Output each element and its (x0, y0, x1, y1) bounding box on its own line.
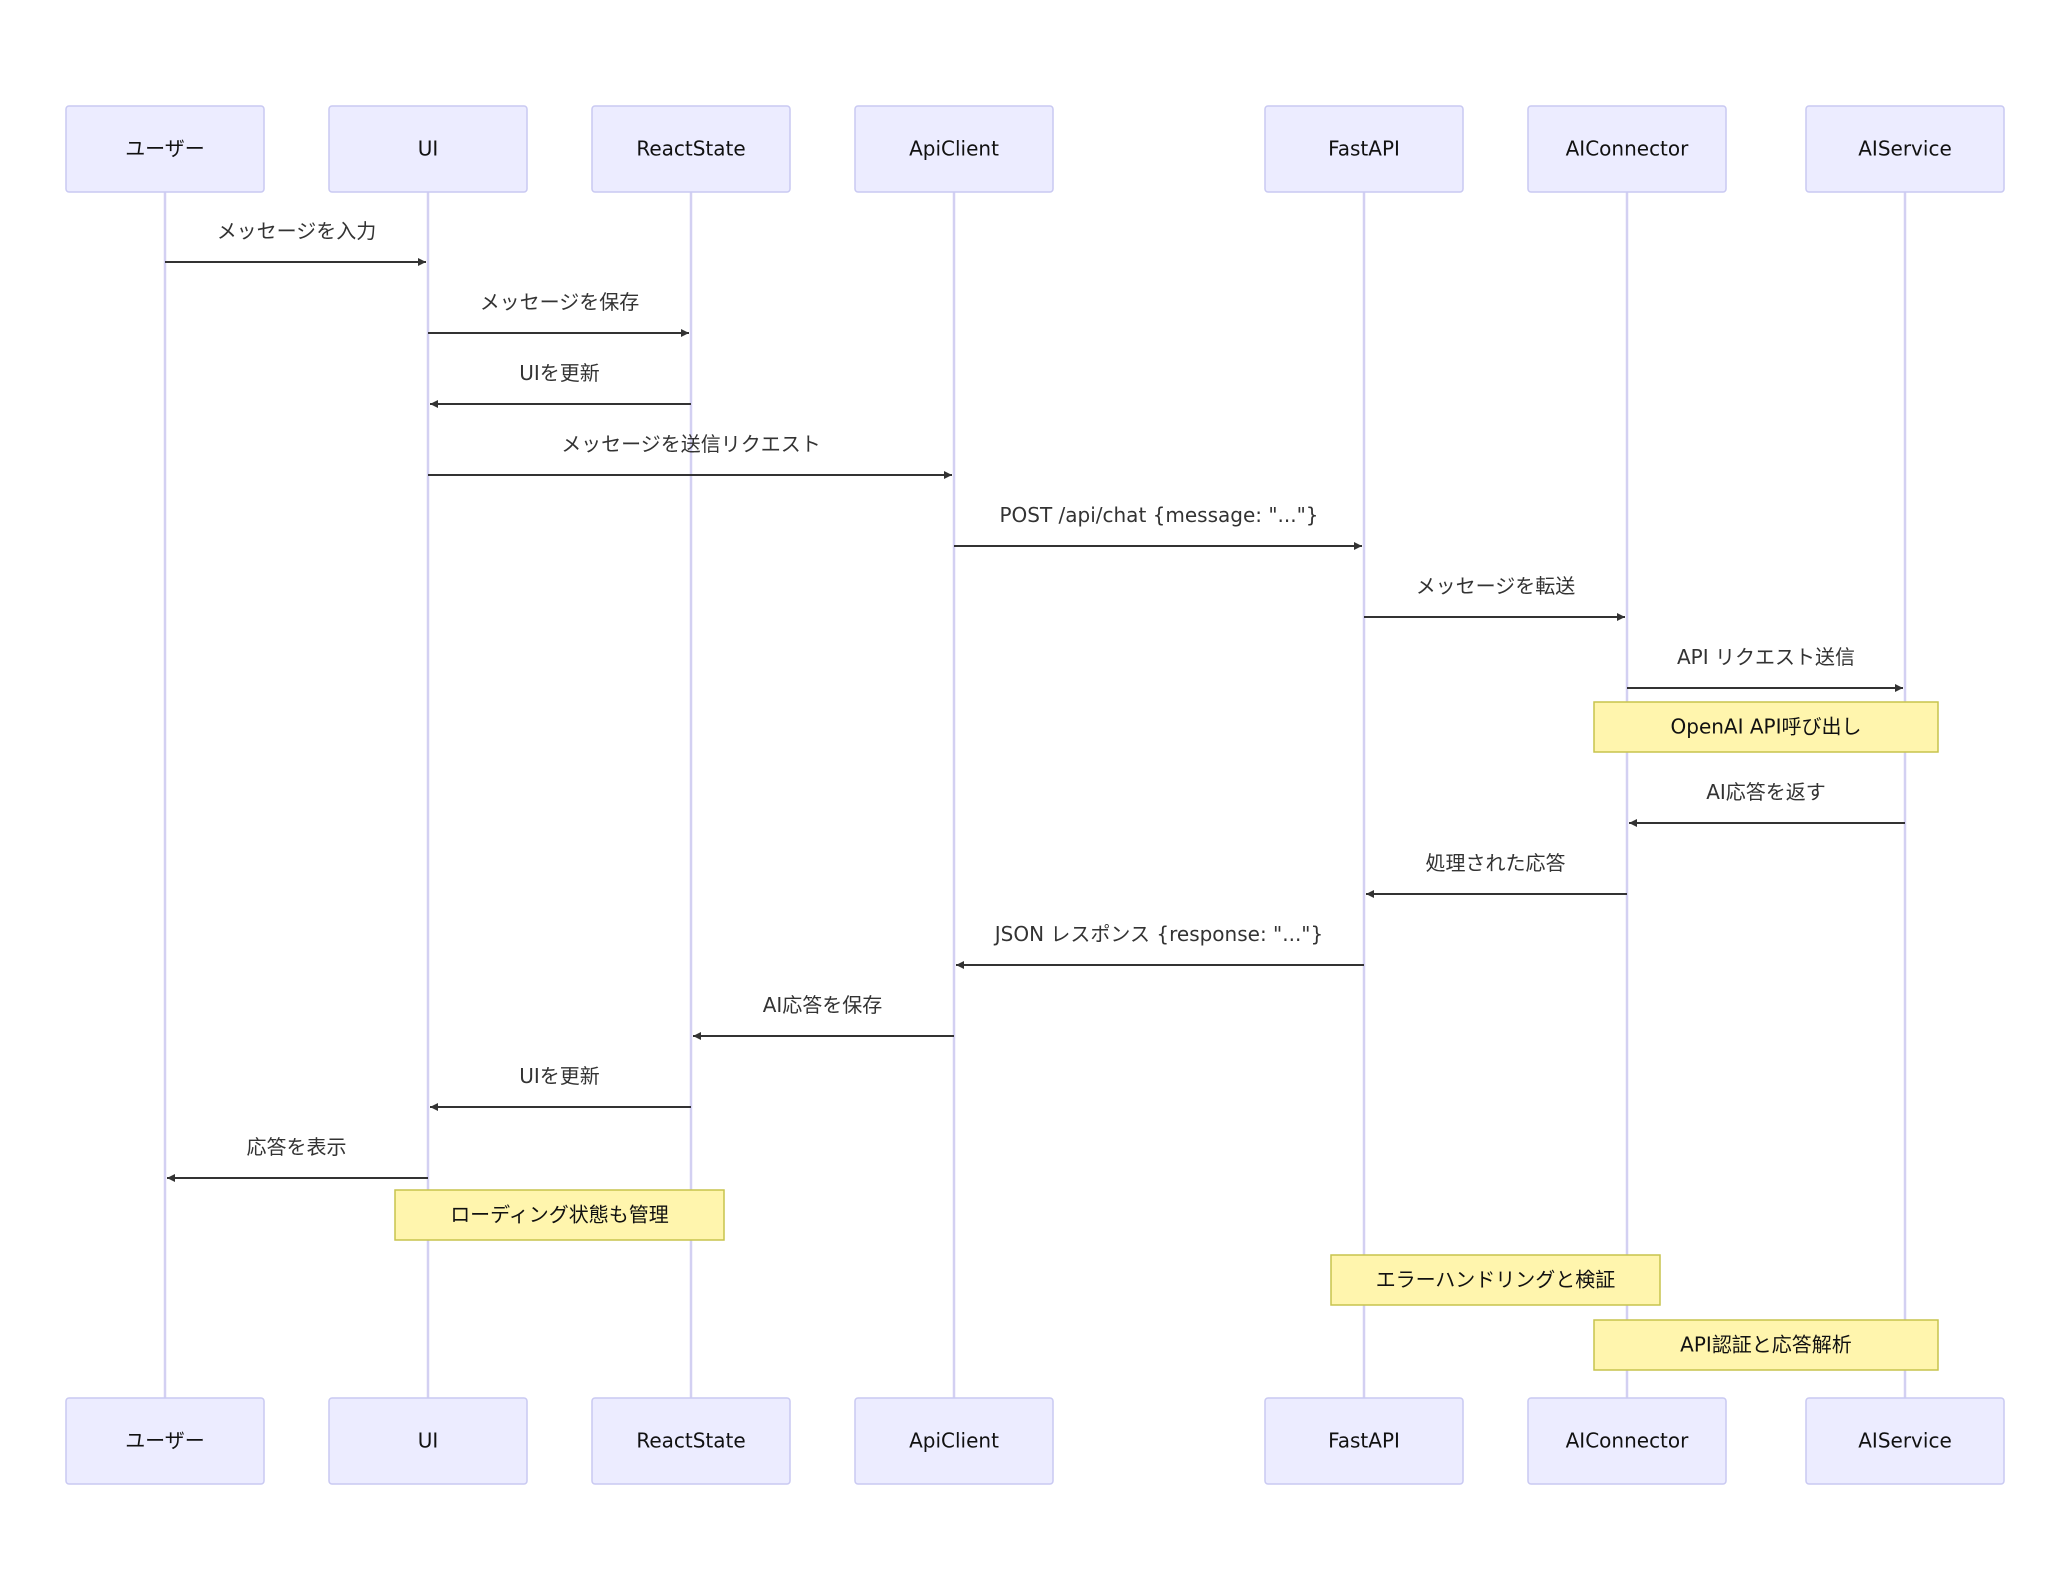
actor-box (1264, 105, 1464, 193)
actor-state-top: ReactState (591, 105, 791, 193)
message-11: AI応答を保存 (693, 993, 954, 1040)
note-label: エラーハンドリングと検証 (1376, 1268, 1616, 1292)
note-box (1593, 1319, 1939, 1371)
actor-box (1805, 105, 2005, 193)
note-box (1593, 701, 1939, 753)
message-2: メッセージを保存 (428, 290, 689, 337)
actor-box (328, 1397, 528, 1485)
message-label: JSON レスポンス {response: "..."} (993, 922, 1323, 946)
actor-label: AIService (1858, 137, 1952, 161)
actor-fastapi-bottom: FastAPI (1264, 1397, 1464, 1485)
actor-label: ReactState (636, 1429, 745, 1453)
actor-service-bottom: AIService (1805, 1397, 2005, 1485)
message-label: UIを更新 (519, 361, 600, 385)
message-label: メッセージを保存 (480, 290, 640, 314)
message-9: 処理された応答 (1366, 851, 1627, 898)
message-8: AI応答を返す (1629, 780, 1905, 827)
actor-service-top: AIService (1805, 105, 2005, 193)
actor-box (854, 1397, 1054, 1485)
actor-label: AIConnector (1566, 1429, 1690, 1453)
actor-box (591, 105, 791, 193)
note-label: ローディング状態も管理 (450, 1203, 669, 1227)
actor-label: ApiClient (909, 137, 999, 161)
actor-label: ReactState (636, 137, 745, 161)
actor-label: ユーザー (125, 137, 205, 161)
message-label: メッセージを入力 (217, 219, 377, 243)
actor-label: UI (418, 137, 439, 161)
actor-api-bottom: ApiClient (854, 1397, 1054, 1485)
note-box (394, 1189, 725, 1241)
message-10: JSON レスポンス {response: "..."} (956, 922, 1364, 969)
message-label: API リクエスト送信 (1677, 645, 1855, 669)
actor-label: FastAPI (1328, 1429, 1400, 1453)
message-7: API リクエスト送信 (1627, 645, 1903, 692)
actor-label: FastAPI (1328, 137, 1400, 161)
message-label: UIを更新 (519, 1064, 600, 1088)
actor-ui-top: UI (328, 105, 528, 193)
actor-api-top: ApiClient (854, 105, 1054, 193)
actor-fastapi-top: FastAPI (1264, 105, 1464, 193)
actor-state-bottom: ReactState (591, 1397, 791, 1485)
message-label: メッセージを転送 (1416, 574, 1576, 598)
actor-box (65, 1397, 265, 1485)
note-box (1330, 1254, 1661, 1306)
message-13: 応答を表示 (167, 1135, 428, 1182)
actor-box (1527, 1397, 1727, 1485)
actor-label: ApiClient (909, 1429, 999, 1453)
message-5: POST /api/chat {message: "..."} (954, 503, 1362, 550)
actor-user-bottom: ユーザー (65, 1397, 265, 1485)
message-label: 応答を表示 (247, 1135, 347, 1159)
actor-box (1527, 105, 1727, 193)
message-1: メッセージを入力 (165, 219, 426, 266)
actor-connector-bottom: AIConnector (1527, 1397, 1727, 1485)
message-12: UIを更新 (430, 1064, 691, 1111)
note-1: OpenAI API呼び出し (1593, 701, 1939, 753)
message-label: AI応答を保存 (763, 993, 883, 1017)
note-label: API認証と応答解析 (1680, 1333, 1852, 1357)
actors: ユーザーユーザーUIUIReactStateReactStateApiClien… (65, 105, 2005, 1485)
message-label: POST /api/chat {message: "..."} (999, 503, 1318, 527)
lifelines (163, 192, 1907, 1398)
actor-box (854, 105, 1054, 193)
message-label: AI応答を返す (1706, 780, 1826, 804)
actor-ui-bottom: UI (328, 1397, 528, 1485)
message-label: 処理された応答 (1426, 851, 1566, 875)
note-3: エラーハンドリングと検証 (1330, 1254, 1661, 1306)
actor-box (328, 105, 528, 193)
actor-connector-top: AIConnector (1527, 105, 1727, 193)
actor-box (65, 105, 265, 193)
actor-label: ユーザー (125, 1429, 205, 1453)
actor-label: UI (418, 1429, 439, 1453)
actor-label: AIConnector (1566, 137, 1690, 161)
message-4: メッセージを送信リクエスト (428, 432, 952, 479)
note-2: ローディング状態も管理 (394, 1189, 725, 1241)
note-label: OpenAI API呼び出し (1671, 715, 1862, 739)
actor-label: AIService (1858, 1429, 1952, 1453)
actor-user-top: ユーザー (65, 105, 265, 193)
message-6: メッセージを転送 (1364, 574, 1625, 621)
actor-box (591, 1397, 791, 1485)
message-3: UIを更新 (430, 361, 691, 408)
note-4: API認証と応答解析 (1593, 1319, 1939, 1371)
actor-box (1805, 1397, 2005, 1485)
actor-box (1264, 1397, 1464, 1485)
message-label: メッセージを送信リクエスト (561, 432, 821, 456)
